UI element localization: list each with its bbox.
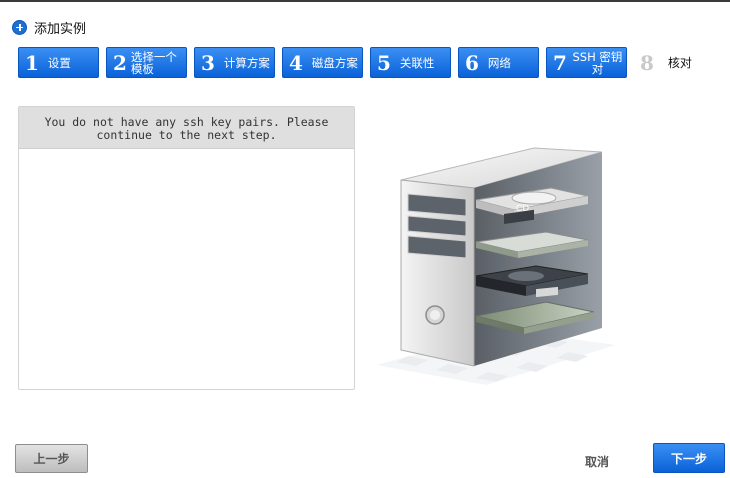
ssh-keypair-panel: You do not have any ssh key pairs. Pleas… (18, 106, 355, 390)
step-number: 3 (201, 50, 215, 75)
server-tower-illustration: CD (376, 147, 616, 385)
dialog-header: 添加实例 (12, 18, 87, 37)
previous-step-button[interactable]: 上一步 (15, 444, 88, 473)
drive-label: CD (516, 203, 529, 213)
step-label: 设置 (47, 55, 71, 70)
step-label: 计算方案 (223, 55, 270, 70)
cancel-button[interactable]: 取消 (585, 455, 610, 469)
step-number: 6 (465, 50, 479, 75)
step-label: 核对 (667, 55, 692, 70)
step-number: 8 (640, 50, 654, 75)
dialog-title: 添加实例 (34, 21, 87, 37)
ssh-empty-message: You do not have any ssh key pairs. Pleas… (19, 107, 354, 149)
step-number: 7 (553, 50, 567, 75)
step-label: SSH 密钥对 (572, 49, 623, 76)
drive-bay: CD (475, 187, 589, 218)
front-bays (407, 193, 467, 259)
step-7-ssh-keypair[interactable]: 7 SSH 密钥对 (546, 47, 627, 78)
step-2-select-template[interactable]: 2 选择一个模板 (106, 47, 187, 78)
top-rule (0, 0, 730, 2)
step-number: 2 (113, 50, 127, 75)
step-label: 关联性 (399, 55, 435, 70)
step-3-compute-offering[interactable]: 3 计算方案 (194, 47, 275, 78)
cpu-board (475, 209, 589, 258)
step-label: 网络 (487, 55, 511, 70)
step-label: 选择一个模板 (130, 49, 177, 76)
step-number: 4 (289, 50, 303, 75)
step-number: 1 (25, 50, 39, 75)
step-8-review[interactable]: 8 核对 (634, 47, 714, 78)
step-label: 磁盘方案 (311, 55, 358, 70)
step-1-settings[interactable]: 1 设置 (18, 47, 99, 78)
step-5-affinity[interactable]: 5 关联性 (370, 47, 451, 78)
step-number: 5 (377, 50, 391, 75)
step-4-disk-offering[interactable]: 4 磁盘方案 (282, 47, 363, 78)
add-circle-icon (12, 19, 27, 35)
next-step-button[interactable]: 下一步 (653, 443, 725, 473)
step-6-network[interactable]: 6 网络 (458, 47, 539, 78)
motherboard (475, 286, 595, 334)
